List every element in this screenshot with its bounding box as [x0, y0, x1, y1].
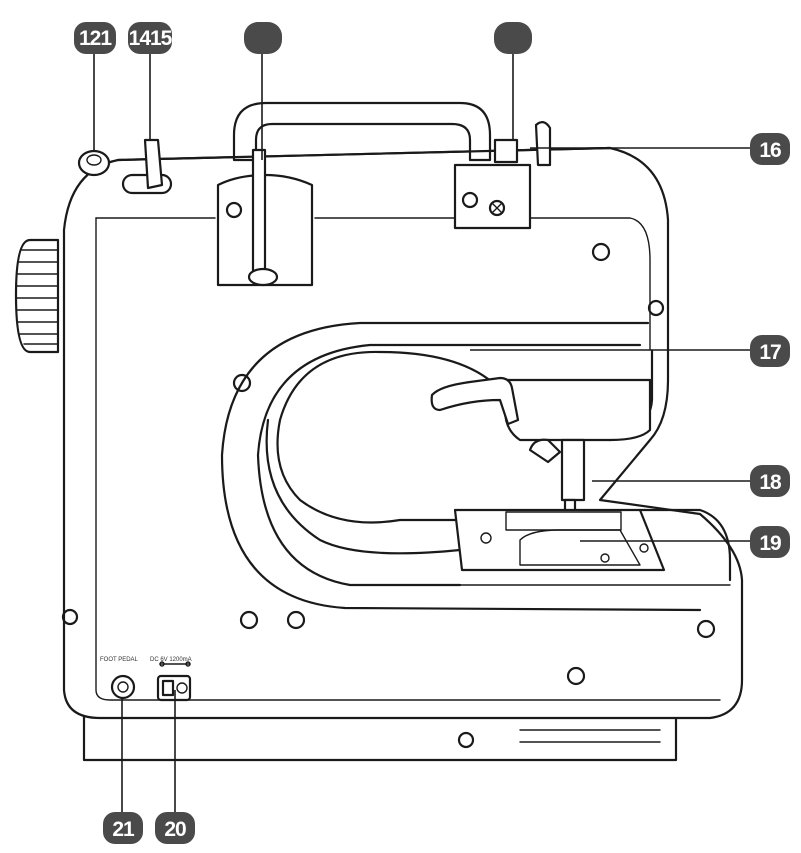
svg-text:21: 21 — [112, 818, 135, 841]
svg-text:18: 18 — [759, 471, 782, 494]
svg-text:20: 20 — [164, 818, 186, 841]
callout-18: 18 — [750, 465, 790, 497]
svg-text:19: 19 — [759, 532, 781, 555]
svg-text:121: 121 — [79, 27, 112, 50]
callout-19: 19 — [750, 526, 790, 558]
callout-121: 121 — [74, 22, 116, 54]
callout-16: 16 — [750, 133, 790, 165]
callout-21: 21 — [103, 812, 143, 844]
leader-lines — [93, 52, 752, 812]
svg-text:16: 16 — [759, 139, 781, 162]
callout-17: 17 — [750, 335, 790, 367]
svg-text:1415: 1415 — [129, 27, 173, 50]
svg-text:17: 17 — [759, 341, 781, 364]
callout-blank-right — [494, 22, 532, 54]
callout-1415: 1415 — [128, 22, 174, 54]
callout-blank-left — [244, 22, 282, 54]
foot-pedal-label: FOOT PEDAL — [100, 657, 139, 663]
machine-body — [14, 101, 744, 762]
power-rating-label: DC 6V 1200mA — [150, 657, 192, 663]
callout-20: 20 — [155, 812, 195, 844]
